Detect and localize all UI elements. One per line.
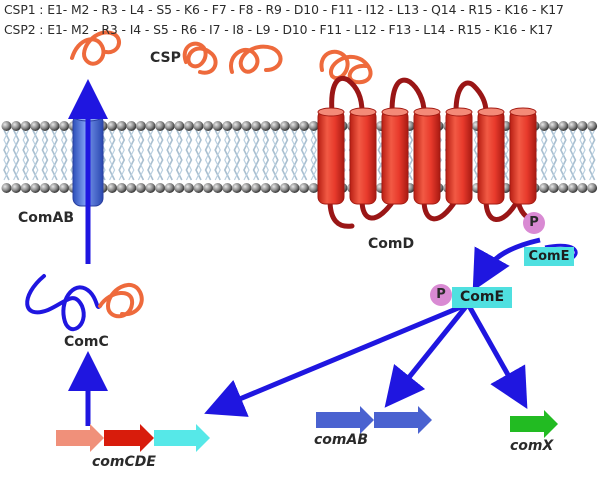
activation-arrow-comab bbox=[384, 302, 470, 408]
gene-arrows bbox=[56, 406, 558, 452]
comd-helix-cap-1 bbox=[317, 107, 345, 117]
comd-helix-cap-2 bbox=[349, 107, 377, 117]
gene-comab-label: comAB bbox=[314, 432, 369, 448]
gene-comcde-label: comCDE bbox=[92, 454, 156, 470]
csp2-sequence: CSP2 : E1- M2 - R3 - I4 - S5 - R6 - I7 -… bbox=[4, 22, 553, 37]
comc-label: ComC bbox=[64, 334, 109, 350]
gene-comd bbox=[104, 424, 154, 452]
comd-helix-cap-5 bbox=[445, 107, 473, 117]
csp-peptides bbox=[70, 30, 373, 85]
come-membrane-tag: ComE bbox=[524, 247, 574, 266]
comd-label: ComD bbox=[368, 236, 415, 252]
comd-receptor bbox=[317, 76, 537, 229]
comd-helix-3 bbox=[381, 109, 409, 205]
comd-helix-5 bbox=[445, 109, 473, 205]
csp1-sequence: CSP1 : E1- M2 - R3 - L4 - S5 - K6 - F7 -… bbox=[4, 2, 564, 17]
phosphate-badge-free: P bbox=[430, 284, 452, 306]
csp-peptide-3 bbox=[229, 44, 283, 74]
comd-helix-cap-3 bbox=[381, 107, 409, 117]
gene-come bbox=[154, 424, 210, 452]
csp-label: CSP bbox=[150, 50, 181, 66]
comd-loops bbox=[327, 76, 537, 229]
comc-precursor bbox=[25, 274, 144, 332]
gene-comc bbox=[56, 424, 104, 452]
gene-comab-1 bbox=[316, 406, 374, 434]
activation-arrow-comx bbox=[465, 302, 528, 410]
comd-helix-7 bbox=[509, 109, 537, 205]
gene-comab-2 bbox=[374, 406, 432, 434]
csp-peptide-4 bbox=[319, 49, 373, 85]
comd-helix-2 bbox=[349, 109, 377, 205]
csp-peptide-1 bbox=[70, 30, 122, 66]
phosphate-badge-membrane: P bbox=[523, 212, 545, 234]
activation-arrow-comcde bbox=[204, 301, 469, 417]
comd-helix-4 bbox=[413, 109, 441, 205]
comd-helix-cap-7 bbox=[509, 107, 537, 117]
gene-comx-label: comX bbox=[510, 438, 554, 454]
comd-helix-1 bbox=[317, 109, 345, 205]
comd-helix-cap-4 bbox=[413, 107, 441, 117]
csp-peptide-2 bbox=[182, 41, 218, 75]
gene-comx bbox=[510, 410, 558, 438]
come-free-tag: ComE bbox=[452, 287, 512, 308]
signal-arrows bbox=[68, 79, 528, 426]
comd-helix-cap-6 bbox=[477, 107, 505, 117]
comab-protein-label: ComAB bbox=[18, 210, 74, 226]
come-release-arrow bbox=[472, 237, 541, 292]
comd-helix-6 bbox=[477, 109, 505, 205]
